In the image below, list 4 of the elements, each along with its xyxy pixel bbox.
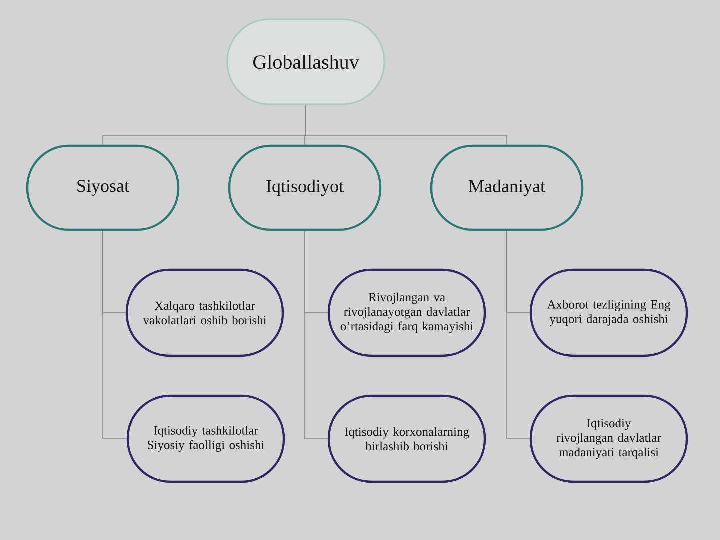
connector-line	[304, 230, 328, 440]
connector-line	[306, 104, 508, 146]
connector-line	[506, 230, 530, 440]
connector-line	[102, 230, 128, 440]
